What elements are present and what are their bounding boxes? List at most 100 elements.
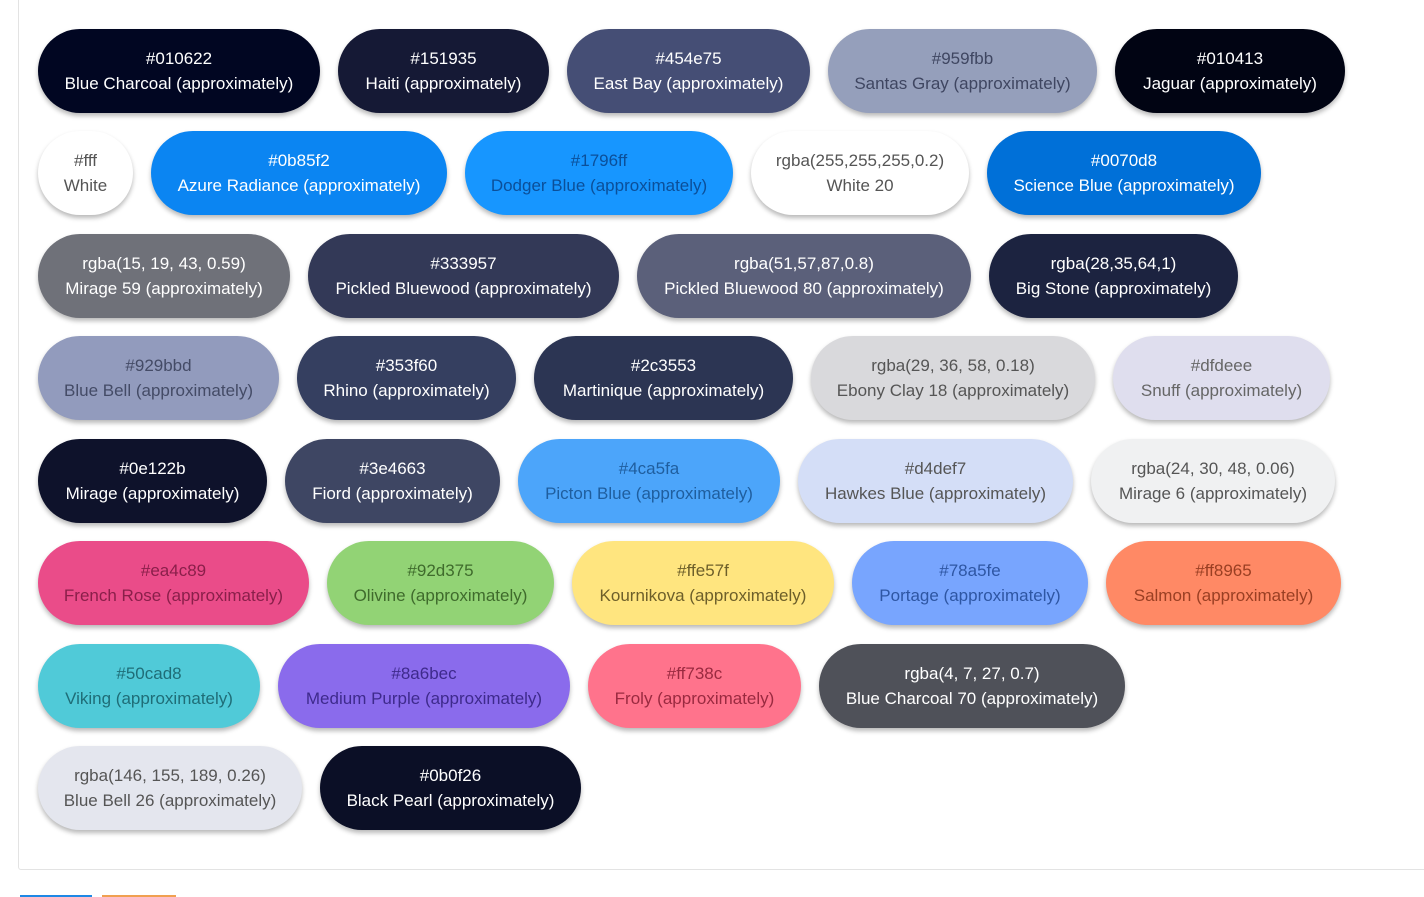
bottom-tabs	[20, 895, 186, 897]
swatch-code: #ea4c89	[140, 561, 207, 580]
swatch-name: White 20	[826, 176, 894, 195]
swatch-code: #0b0f26	[419, 766, 482, 785]
swatch-code: #dfdeee	[1190, 356, 1253, 375]
color-swatch[interactable]: rgba(4, 7, 27, 0.7) Blue Charcoal 70 (app…	[819, 644, 1125, 728]
swatch-name: Santas Gray (approximately)	[854, 74, 1071, 93]
swatch-code: #454e75	[655, 49, 722, 68]
swatch-name: Science Blue (approximately)	[1013, 176, 1235, 195]
swatch-name: Mirage 6 (approximately)	[1118, 484, 1307, 503]
swatch-code: rgba(255,255,255,0.2)	[775, 151, 945, 170]
swatch-code: rgba(51,57,87,0.8)	[734, 254, 874, 273]
bottom-tab-2[interactable]	[102, 895, 176, 897]
swatch-code: #78a5fe	[939, 561, 1001, 580]
swatch-code: #0070d8	[1090, 151, 1158, 170]
swatch-name: Portage (approximately)	[879, 586, 1061, 605]
swatch-code: #0b85f2	[268, 151, 330, 170]
swatch-code: #010413	[1196, 49, 1264, 68]
swatch-row: rgba(146, 155, 189, 0.26)Blue Bell 26 (a…	[38, 746, 599, 830]
swatch-code: rgba(29, 36, 58, 0.18)	[871, 356, 1035, 375]
swatch-code: #0e122b	[119, 459, 186, 478]
swatch-name: Medium Purple (approximately)	[305, 689, 543, 708]
color-swatch[interactable]: rgba(255,255,255,0.2) White 20	[751, 131, 969, 215]
swatch-code: #353f60	[375, 356, 438, 375]
color-swatch[interactable]: rgba(24, 30, 48, 0.06) Mirage 6 (approxim…	[1091, 439, 1335, 523]
swatch-name: French Rose (approximately)	[63, 586, 284, 605]
swatch-code: #959fbb	[931, 49, 994, 68]
swatch-name: Haiti (approximately)	[365, 74, 522, 93]
swatch-name: Ebony Clay 18 (approximately)	[836, 381, 1070, 400]
swatch-name: Hawkes Blue (approximately)	[824, 484, 1047, 503]
swatch-name: Blue Bell 26 (approximately)	[63, 791, 277, 810]
swatch-code: #ff8965	[1195, 561, 1252, 580]
color-swatch[interactable]: rgba(51,57,87,0.8) Pickled Bluewood 80 (a…	[637, 234, 971, 318]
swatch-name: Dodger Blue (approximately)	[490, 176, 708, 195]
swatch-code: rgba(28,35,64,1)	[1050, 254, 1177, 273]
swatch-code: #4ca5fa	[618, 459, 680, 478]
swatch-code: #ff738c	[666, 664, 723, 683]
swatch-name: Jaguar (approximately)	[1143, 74, 1317, 93]
swatch-name: Black Pearl (approximately)	[346, 791, 555, 810]
swatch-name: Martinique (approximately)	[562, 381, 765, 400]
swatch-code: #151935	[410, 49, 477, 68]
swatch-code: #929bbd	[125, 356, 192, 375]
swatch-name: Snuff (approximately)	[1140, 381, 1303, 400]
swatch-name: Rhino (approximately)	[323, 381, 490, 400]
swatch-name: Mirage 59 (approximately)	[65, 279, 263, 298]
bottom-tab-1[interactable]	[20, 895, 92, 897]
swatch-row: rgba(15, 19, 43, 0.59)Mirage 59 (approxi…	[38, 234, 1256, 318]
swatch-name: White	[63, 176, 108, 195]
swatch-code: #2c3553	[630, 356, 697, 375]
swatch-name: Froly (approximately)	[614, 689, 775, 708]
swatch-code: #333957	[430, 254, 497, 273]
swatch-code: #010622	[145, 49, 213, 68]
swatch-code: #1796ff	[570, 151, 628, 170]
swatch-name: Mirage (approximately)	[65, 484, 240, 503]
swatch-name: Blue Bell (approximately)	[64, 381, 253, 400]
swatch-code: #fff	[73, 151, 97, 170]
swatch-code: rgba(24, 30, 48, 0.06)	[1131, 459, 1295, 478]
swatch-name: Azure Radiance (approximately)	[177, 176, 421, 195]
color-swatch[interactable]: rgba(29, 36, 58, 0.18) Ebony Clay 18 (app…	[811, 336, 1095, 420]
color-swatch[interactable]: rgba(146, 155, 189, 0.26)Blue Bell 26 (a…	[38, 746, 302, 830]
color-swatch[interactable]: rgba(28,35,64,1)Big Stone (approximately…	[989, 234, 1238, 318]
swatch-name: Blue Charcoal 70 (approximately)	[845, 689, 1099, 708]
swatch-name: Pickled Bluewood 80 (approximately)	[664, 279, 944, 298]
swatch-code: #3e4663	[359, 459, 426, 478]
color-swatch[interactable]: rgba(15, 19, 43, 0.59)Mirage 59 (approxi…	[38, 234, 290, 318]
swatch-name: Picton Blue (approximately)	[545, 484, 753, 503]
swatch-code: rgba(4, 7, 27, 0.7)	[904, 664, 1040, 683]
swatch-name: Kournikova (approximately)	[599, 586, 807, 605]
